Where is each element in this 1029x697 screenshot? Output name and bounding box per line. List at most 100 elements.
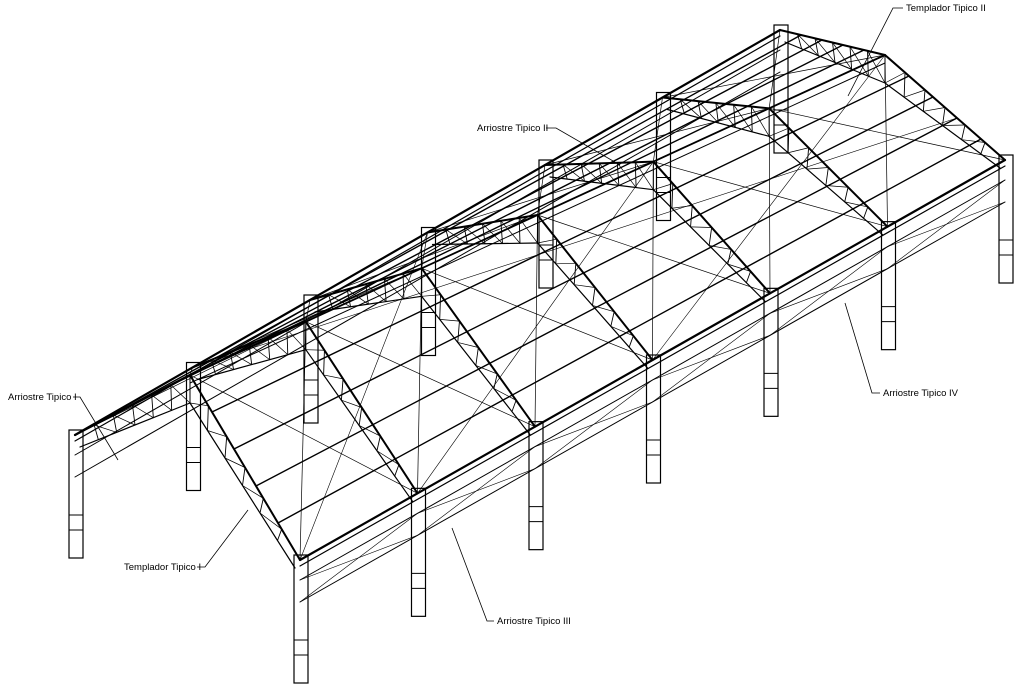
truss-web-diagonal xyxy=(224,457,246,468)
truss-web-diagonal xyxy=(493,388,517,401)
truss-web-vertical xyxy=(259,497,264,514)
wall-x-brace xyxy=(417,446,536,536)
truss-web-vertical xyxy=(151,394,154,419)
leader-lines xyxy=(73,7,903,622)
label-templador-tipico-1: Templador Tipico I xyxy=(124,562,201,573)
truss-web-vertical xyxy=(346,288,352,308)
column-right xyxy=(645,354,662,484)
roof-x-brace xyxy=(652,161,888,228)
truss-web-diagonal xyxy=(697,100,719,124)
truss-web-diagonal xyxy=(922,107,946,112)
column-right xyxy=(293,554,309,684)
truss-web-diagonal xyxy=(797,33,819,57)
truss-web-diagonal xyxy=(242,485,264,499)
truss-web-diagonal xyxy=(267,336,289,355)
leader-arriostre-3 xyxy=(451,527,494,622)
truss-web-diagonal xyxy=(151,394,173,411)
truss-web-diagonal xyxy=(500,220,521,244)
truss-web-vertical xyxy=(475,347,479,366)
sag-rod-tie xyxy=(192,117,958,368)
truss-web-diagonal xyxy=(365,283,387,302)
truss-web-diagonal xyxy=(961,139,986,143)
truss-web-diagonal xyxy=(573,284,596,288)
truss-web-vertical xyxy=(634,161,637,189)
truss-web-vertical xyxy=(628,335,634,348)
truss-web-vertical xyxy=(733,104,736,128)
column-right xyxy=(528,421,544,551)
truss-web-vertical xyxy=(365,283,369,305)
truss-web-diagonal xyxy=(555,262,577,265)
truss-web-diagonal xyxy=(634,161,654,191)
column-right xyxy=(410,487,427,617)
truss-web-vertical xyxy=(806,147,810,170)
truss-web-vertical xyxy=(457,320,460,343)
roof-x-brace xyxy=(74,321,307,436)
truss-web-vertical xyxy=(277,528,283,541)
truss-web-diagonal xyxy=(518,217,538,244)
column-right xyxy=(998,154,1014,284)
truss-web-vertical xyxy=(573,262,577,286)
truss-web-vertical xyxy=(340,378,344,401)
truss-web-vertical xyxy=(93,424,99,441)
truss-web-vertical xyxy=(832,42,836,63)
truss-web-vertical xyxy=(248,344,253,366)
roof-x-brace xyxy=(305,321,536,428)
truss-web-vertical xyxy=(170,384,173,411)
truss-web-diagonal xyxy=(537,238,558,244)
truss-web-diagonal xyxy=(170,384,191,404)
truss-web-diagonal xyxy=(112,414,136,426)
truss-web-diagonal xyxy=(384,278,405,300)
truss-web-diagonal xyxy=(727,263,751,272)
truss-web-vertical xyxy=(616,162,620,186)
truss-web-vertical xyxy=(715,102,719,124)
truss-web-diagonal xyxy=(592,305,615,313)
roof-x-brace xyxy=(189,374,418,494)
truss-web-diagonal xyxy=(768,127,790,137)
truss-web-vertical xyxy=(750,106,753,133)
truss-web-vertical xyxy=(903,72,906,98)
truss-web-vertical xyxy=(267,336,271,361)
truss-web-vertical xyxy=(697,100,702,119)
truss-web-vertical xyxy=(787,127,790,154)
truss-web-vertical xyxy=(402,273,405,300)
truss-web-diagonal xyxy=(849,46,869,77)
truss-web-diagonal xyxy=(562,164,585,182)
column-right xyxy=(880,221,897,351)
wall-x-brace xyxy=(534,379,653,469)
truss-web-diagonal xyxy=(358,425,381,437)
leader-arriostre-2 xyxy=(546,127,621,166)
truss-web-diagonal xyxy=(248,344,271,360)
leader-arriostre-1 xyxy=(73,396,119,461)
roof-x-brace xyxy=(192,267,423,368)
truss-web-vertical xyxy=(500,220,503,244)
leader-templador-2 xyxy=(847,7,903,97)
roof-x-brace xyxy=(652,161,654,361)
truss-web-diagonal xyxy=(616,162,637,188)
truss-web-diagonal xyxy=(825,185,849,188)
truss-web-diagonal xyxy=(189,402,209,407)
roof-x-brace xyxy=(768,29,781,109)
truss-web-diagonal xyxy=(207,430,228,438)
truss-web-vertical xyxy=(562,163,568,180)
roof-x-brace xyxy=(652,97,663,163)
truss-web-vertical xyxy=(132,404,136,426)
truss-web-diagonal xyxy=(806,167,829,170)
roof-x-brace xyxy=(534,214,538,428)
truss-web-vertical xyxy=(844,186,849,203)
truss-web-vertical xyxy=(493,373,498,390)
wall-girt-left xyxy=(74,71,781,478)
truss-web-diagonal xyxy=(445,229,468,245)
truss-web-vertical xyxy=(745,270,752,284)
truss-web-diagonal xyxy=(439,319,460,322)
truss-web-diagonal xyxy=(733,104,753,133)
truss-web-diagonal xyxy=(652,183,674,191)
truss-web-diagonal xyxy=(132,404,154,419)
truss-web-diagonal xyxy=(402,273,423,297)
truss-web-diagonal xyxy=(323,374,344,380)
roof-structure-linework xyxy=(68,24,1014,684)
truss-web-diagonal xyxy=(475,365,498,375)
column-left xyxy=(420,226,437,357)
truss-web-diagonal xyxy=(376,450,400,466)
truss-web-vertical xyxy=(961,124,966,141)
